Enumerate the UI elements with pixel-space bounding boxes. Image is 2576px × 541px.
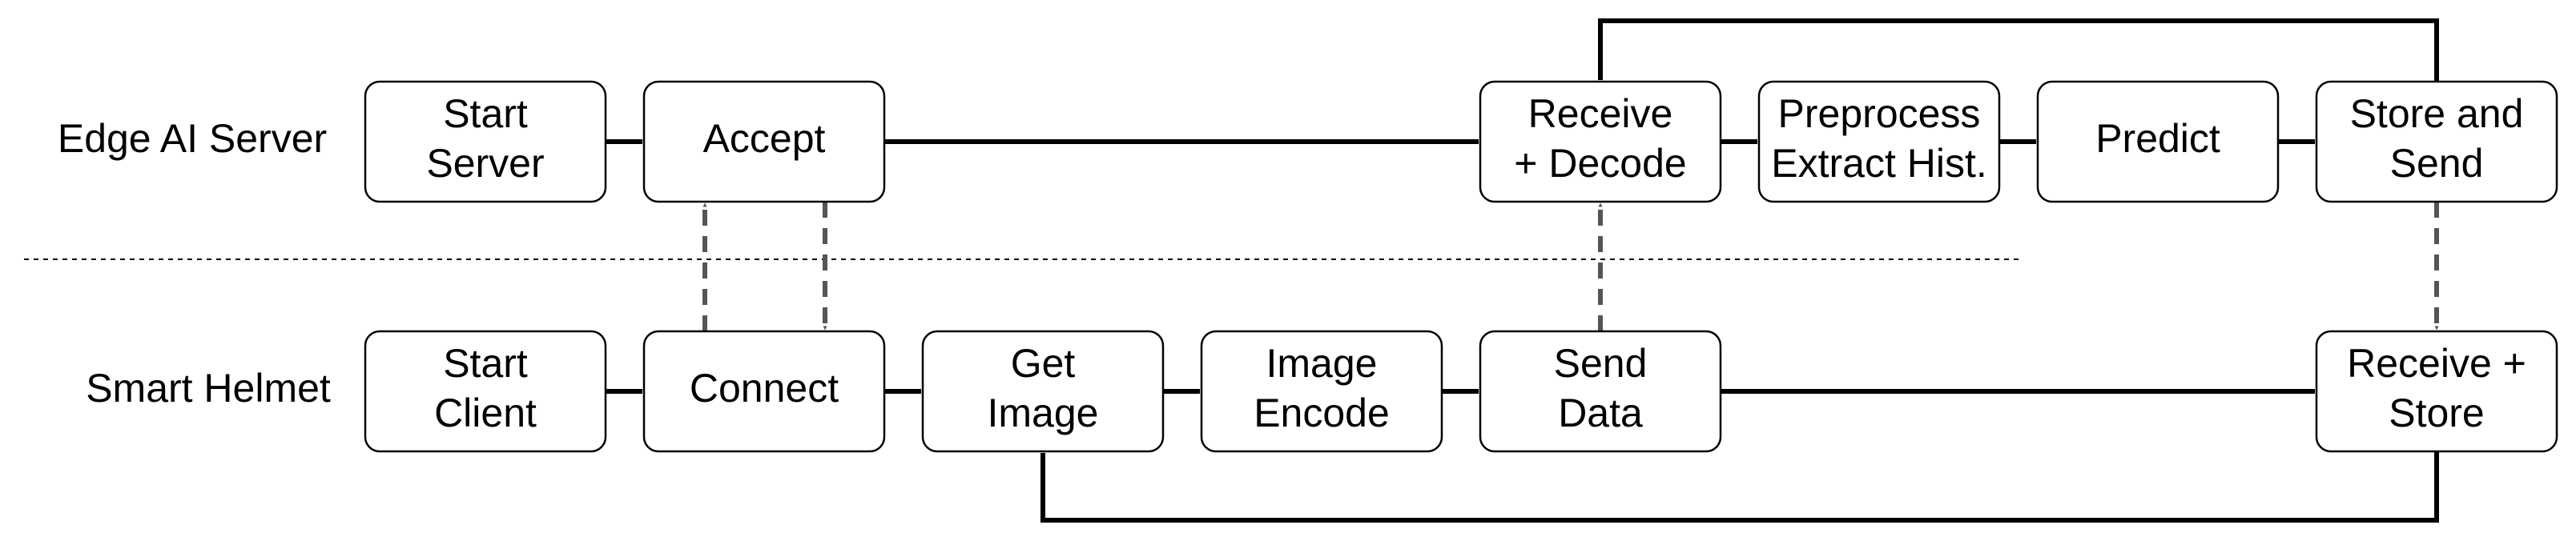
box-label-line: Server [426,141,544,186]
box-label-line: Start [443,91,528,136]
box-shape [1757,80,2001,203]
box-shape [2036,80,2280,203]
arrow-loop-store-send-to-receive-decode [1598,18,2439,82]
connectors [606,18,2439,523]
box-label-line: Predict [2095,116,2220,161]
box-shape [921,330,1165,453]
box-shape [1479,80,1722,203]
box-accept: Accept [642,80,886,203]
box-label-line: + Decode [1514,141,1686,186]
box-label-line: Send [1554,341,1648,386]
box-receive-store: Receive + Store [2315,330,2558,453]
box-label-line: Send [2390,141,2484,186]
box-shape [364,330,607,453]
box-label-line: Store [2389,391,2485,435]
box-shape [364,80,607,203]
box-label-line: Accept [703,116,826,161]
box-label-line: Extract Hist. [1771,141,1986,186]
box-label-line: Data [1558,391,1643,435]
box-label-line: Client [434,391,537,435]
box-label-line: Get [1011,341,1076,386]
box-label-line: Image [1266,341,1378,386]
box-label-line: Preprocess [1778,91,1981,136]
box-label-line: Receive + [2347,341,2526,386]
box-shape [2315,330,2558,453]
box-receive-decode: Receive + Decode [1479,80,1722,203]
box-label-line: Connect [690,366,839,411]
box-label-line: Encode [1254,391,1390,435]
box-label-line: Image [988,391,1099,435]
box-label-line: Receive [1528,91,1673,136]
box-shape [2315,80,2558,203]
arrow-loop-receive-store-to-get-image [1040,451,2439,523]
lane-label-server: Edge AI Server [58,116,327,161]
lane-label-helmet: Smart Helmet [86,366,331,411]
box-label-line: Store and [2350,91,2524,136]
box-shape [1479,330,1722,453]
box-shape [642,80,886,203]
box-shape [1200,330,1443,453]
box-shape [642,330,886,453]
box-predict: Predict [2036,80,2280,203]
box-label-line: Start [443,341,528,386]
box-connect: Connect [642,330,886,453]
